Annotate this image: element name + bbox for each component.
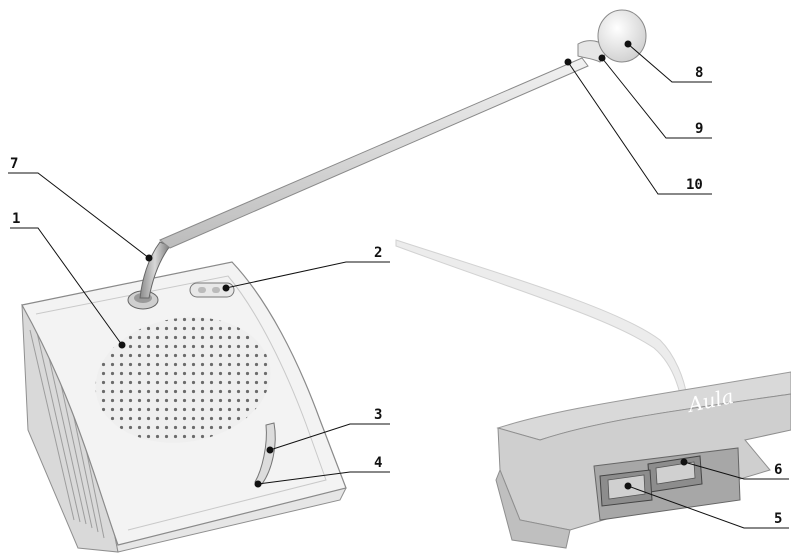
callout-7: 7	[8, 156, 153, 262]
svg-text:9: 9	[695, 121, 703, 137]
svg-text:5: 5	[774, 511, 782, 527]
callout-10: 10	[564, 58, 712, 195]
svg-text:10: 10	[686, 177, 703, 193]
callout-9: 9	[598, 54, 712, 139]
svg-text:2: 2	[374, 245, 382, 261]
svg-text:8: 8	[695, 65, 703, 81]
callout-8: 8	[624, 40, 712, 83]
svg-text:4: 4	[374, 455, 382, 471]
callout-5: 5	[624, 482, 789, 529]
svg-text:6: 6	[774, 462, 782, 478]
microphone-capsule	[597, 9, 647, 63]
callout-6: 6	[680, 458, 789, 480]
microphone-rod	[159, 57, 589, 249]
svg-text:7: 7	[10, 156, 18, 172]
callout-3: 3	[266, 407, 390, 454]
svg-text:1: 1	[12, 211, 20, 227]
callout-1: 1	[10, 211, 126, 349]
callout-2: 2	[222, 245, 390, 292]
right-unit: Aula	[395, 239, 791, 549]
callout-4: 4	[254, 455, 390, 488]
rear-rod	[395, 239, 687, 395]
left-unit	[21, 9, 647, 553]
indicator-window	[189, 282, 235, 298]
svg-text:3: 3	[374, 407, 382, 423]
